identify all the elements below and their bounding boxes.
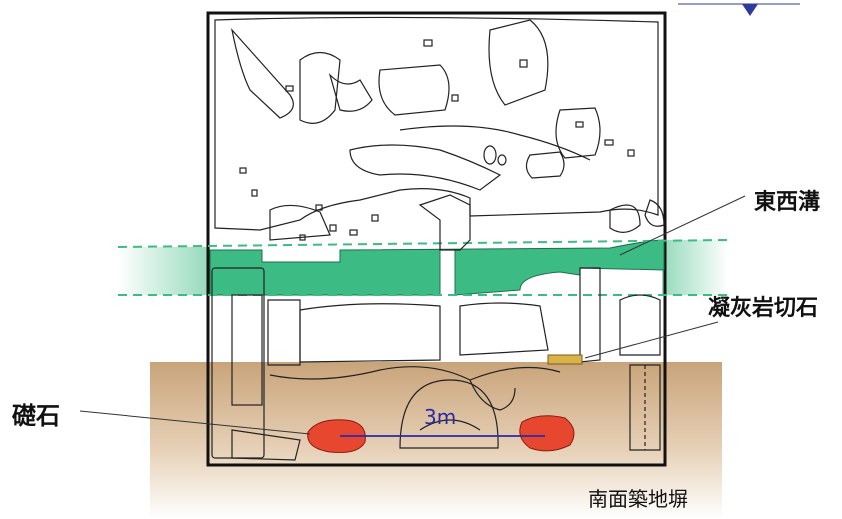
- label-scale: 3m: [424, 405, 457, 429]
- north-arrow-icon: [678, 3, 800, 16]
- foundation-stone-right: [519, 415, 575, 452]
- label-foundation-stone: 礎石: [12, 402, 60, 430]
- ditch-fade-right: [662, 240, 728, 295]
- tuff-cut-stone: [547, 354, 583, 365]
- trench-outline: [206, 11, 667, 467]
- foundation-stone-left: [307, 419, 366, 453]
- label-tuff-cut-stone: 凝灰岩切石: [708, 296, 819, 321]
- south-wall-band: [150, 362, 722, 519]
- label-south-wall: 南面築地塀: [588, 487, 688, 511]
- leader-tuff-cut-stone: [584, 321, 719, 359]
- leader-east-west-ditch: [619, 195, 746, 256]
- label-east-west-ditch: 東西溝: [754, 190, 821, 215]
- ditch-fade-left: [118, 247, 210, 295]
- ditch-dash-top: [117, 239, 729, 248]
- excavation-features: [211, 16, 665, 461]
- leader-foundation-stone: [79, 410, 311, 435]
